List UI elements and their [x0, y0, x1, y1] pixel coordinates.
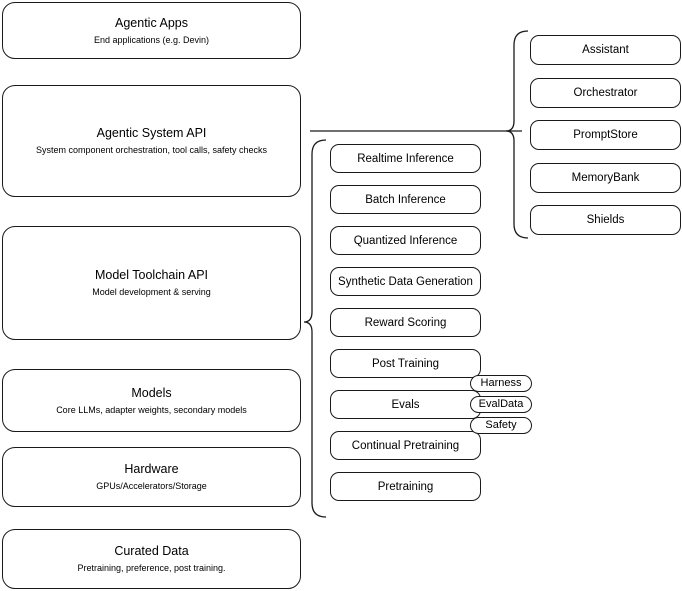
- layer-subtitle: System component orchestration, tool cal…: [35, 145, 268, 155]
- layer-title: Agentic System API: [96, 126, 207, 140]
- chip-promptstore[interactable]: PromptStore: [530, 120, 681, 150]
- pill-harness[interactable]: Harness: [470, 375, 532, 392]
- layer-hardware[interactable]: Hardware GPUs/Accelerators/Storage: [2, 447, 301, 507]
- model-toolchain-brace-path: [303, 139, 327, 518]
- chip-orchestrator[interactable]: Orchestrator: [530, 77, 681, 108]
- layer-agentic-system-api[interactable]: Agentic System API System component orch…: [2, 85, 301, 197]
- chip-pretraining[interactable]: Pretraining: [330, 472, 481, 501]
- chip-synthetic-data-generation[interactable]: Synthetic Data Generation: [330, 267, 481, 296]
- chip-memorybank[interactable]: MemoryBank: [530, 162, 681, 193]
- chip-assistant[interactable]: Assistant: [530, 35, 681, 65]
- layer-title: Hardware: [124, 462, 179, 476]
- layer-subtitle: Pretraining, preference, post training.: [77, 563, 226, 573]
- chip-batch-inference[interactable]: Batch Inference: [330, 185, 481, 214]
- chip-reward-scoring[interactable]: Reward Scoring: [330, 308, 481, 337]
- chip-realtime-inference[interactable]: Realtime Inference: [330, 144, 481, 173]
- layer-subtitle: End applications (e.g. Devin): [93, 34, 210, 45]
- chip-quantized-inference[interactable]: Quantized Inference: [330, 226, 481, 255]
- chip-shields[interactable]: Shields: [530, 205, 681, 235]
- layer-agentic-apps[interactable]: Agentic Apps End applications (e.g. Devi…: [2, 2, 301, 59]
- pill-evaldata[interactable]: EvalData: [470, 396, 532, 413]
- layer-curated-data[interactable]: Curated Data Pretraining, preference, po…: [2, 529, 301, 589]
- layer-title: Agentic Apps: [115, 15, 188, 30]
- layer-models[interactable]: Models Core LLMs, adapter weights, secon…: [2, 369, 301, 432]
- layer-title: Model Toolchain API: [94, 268, 209, 282]
- chip-post-training[interactable]: Post Training: [330, 349, 481, 378]
- chip-evals[interactable]: Evals: [330, 390, 481, 419]
- layer-model-toolchain-api[interactable]: Model Toolchain API Model development & …: [2, 226, 301, 340]
- agentic-system-brace-path: [505, 30, 529, 239]
- layer-title: Curated Data: [114, 544, 189, 558]
- layer-subtitle: Model development & serving: [92, 287, 211, 297]
- layer-subtitle: GPUs/Accelerators/Storage: [96, 481, 207, 491]
- layer-title: Models: [131, 385, 172, 400]
- pill-safety[interactable]: Safety: [470, 417, 532, 434]
- chip-continual-pretraining[interactable]: Continual Pretraining: [330, 431, 481, 460]
- layer-subtitle: Core LLMs, adapter weights, secondary mo…: [56, 404, 247, 415]
